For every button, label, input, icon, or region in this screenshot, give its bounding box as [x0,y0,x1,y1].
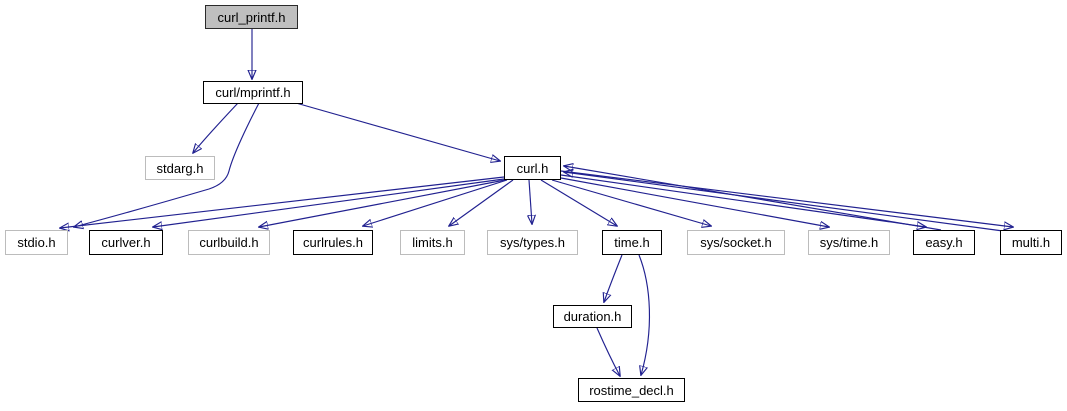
edge-duration-to-rostime_decl [596,327,620,376]
node-sys-socket-h: sys/socket.h [687,230,785,255]
edge-multi-to-curl [564,172,1004,232]
edge-curl-to-stdio [60,176,505,228]
node-curlver-h[interactable]: curlver.h [89,230,163,255]
edge-curl-to-curlrules [363,179,508,226]
node-curlbuild-h: curlbuild.h [188,230,270,255]
edge-time-to-duration [604,254,623,302]
edge-curl-to-curlver [153,178,505,227]
edge-curl-to-time [540,179,617,226]
node-stdarg-h: stdarg.h [145,156,215,180]
edge-curl-to-sys_types [529,179,532,224]
node-stdio-h: stdio.h [5,230,68,255]
edge-easy-to-curl [564,166,942,231]
edge-mprintf-to-curl [295,102,500,161]
edge-curl-to-sys_socket [551,179,711,226]
node-curl-mprintf-h[interactable]: curl/mprintf.h [203,81,303,104]
node-sys-time-h: sys/time.h [808,230,890,255]
edge-time-to-rostime_decl [638,254,650,375]
node-curl_printf-h: curl_printf.h [205,5,298,29]
edge-curl-to-limits [449,179,514,226]
node-easy-h[interactable]: easy.h [913,230,975,255]
node-limits-h: limits.h [400,230,465,255]
node-curl-h[interactable]: curl.h [504,156,561,180]
node-sys-types-h: sys/types.h [487,230,578,255]
edge-curl-to-sys_time [560,177,829,227]
node-duration-h[interactable]: duration.h [553,305,632,328]
node-rostime-decl-h[interactable]: rostime_decl.h [578,378,685,402]
node-time-h[interactable]: time.h [602,230,662,255]
edge-curl-to-curlbuild [259,179,506,227]
edge-mprintf-to-stdarg [193,102,239,153]
node-curlrules-h[interactable]: curlrules.h [293,230,373,255]
edge-mprintf-to-stdio [74,102,260,227]
edge-curl-to-easy [560,174,926,227]
edge-curl-to-multi [560,170,1013,227]
node-multi-h[interactable]: multi.h [1000,230,1062,255]
